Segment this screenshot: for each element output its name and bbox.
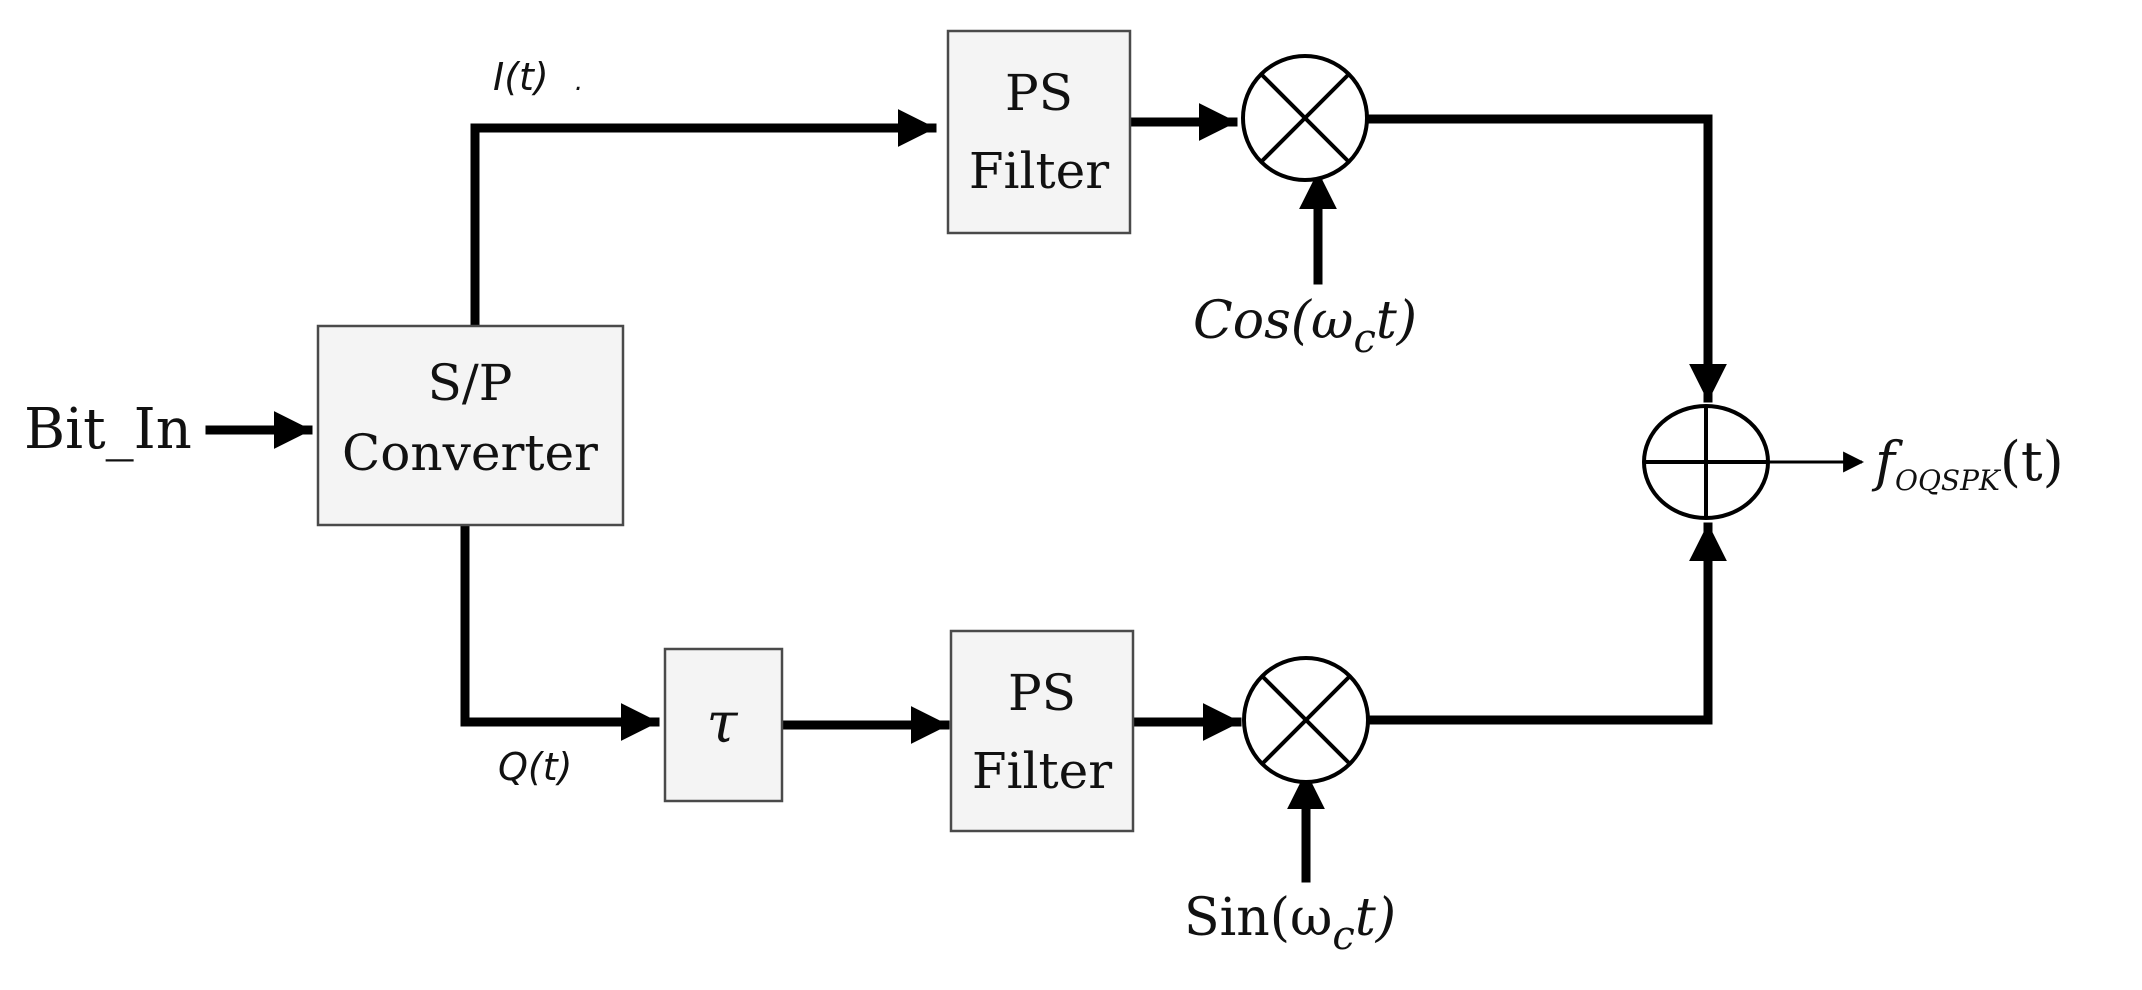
mixer-bottom-icon bbox=[1242, 656, 1370, 784]
delay-block: τ bbox=[663, 647, 784, 803]
summer-icon bbox=[1642, 404, 1770, 520]
sin-carrier-label: Sin(ωct) bbox=[1184, 888, 1396, 959]
ps-filter-top-block: PS Filter bbox=[946, 29, 1132, 235]
i-branch-label: I(t) . bbox=[493, 55, 583, 99]
sp-converter-block: S/P Converter bbox=[316, 324, 625, 527]
input-label: Bit_In bbox=[24, 397, 192, 462]
ps-filter-top-label-line1: PS bbox=[1005, 64, 1073, 122]
cos-carrier-label: Cos(ωct) bbox=[1193, 291, 1417, 362]
delay-label: τ bbox=[707, 691, 739, 756]
ps-filter-bottom-block: PS Filter bbox=[949, 629, 1135, 833]
mixer-top-icon bbox=[1241, 54, 1369, 182]
sp-converter-label-line1: S/P bbox=[428, 354, 513, 412]
sp-converter-label-line2: Converter bbox=[342, 424, 598, 482]
q-branch-label: Q(t) bbox=[498, 745, 572, 789]
q-branch-wire bbox=[460, 523, 660, 741]
output-label: fOQSPK(t) bbox=[1871, 430, 2064, 497]
mixer-top-to-sum-wire bbox=[1362, 114, 1727, 403]
ps-filter-top-label-line2: Filter bbox=[969, 142, 1109, 200]
ps-filter-bottom-label-line2: Filter bbox=[972, 742, 1112, 800]
mixer-bottom-to-sum-wire bbox=[1365, 522, 1727, 725]
i-branch-wire bbox=[470, 109, 937, 330]
ps-filter-bottom-label-line1: PS bbox=[1008, 664, 1076, 722]
